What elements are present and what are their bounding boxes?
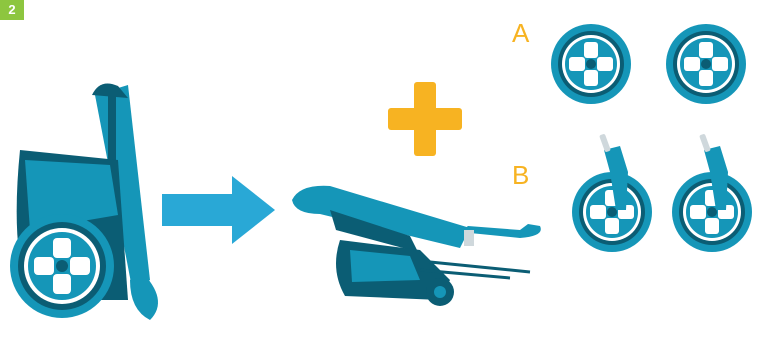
step-badge: 2 [0, 0, 24, 20]
rear-wheel-right [666, 24, 746, 104]
folded-stroller-flat [292, 185, 541, 306]
front-wheel-left [572, 134, 652, 252]
part-label-b: B [512, 160, 530, 190]
plus-icon [388, 82, 462, 156]
rear-wheels [551, 24, 746, 104]
rear-wheel-left [551, 24, 631, 104]
folded-stroller [10, 83, 158, 320]
front-wheels [572, 134, 752, 252]
part-label-a: A [512, 18, 530, 48]
front-wheel-right [672, 134, 752, 252]
right-arrow-icon [162, 176, 275, 244]
